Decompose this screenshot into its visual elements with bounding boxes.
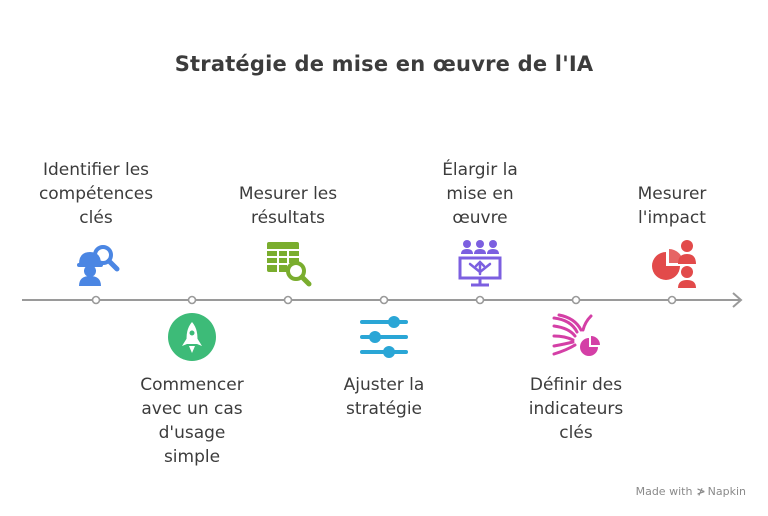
step-1-marker (91, 295, 101, 305)
step-6-marker (571, 295, 581, 305)
napkin-watermark: Made with≯Napkin (636, 485, 746, 498)
rocket-icon (167, 312, 217, 366)
step-2-marker (187, 295, 197, 305)
worker-search-icon (71, 238, 121, 292)
funnel-chart-icon (551, 312, 601, 366)
pie-people-icon (647, 238, 697, 292)
step-7-marker (667, 295, 677, 305)
made-with-text: Made with (635, 485, 693, 498)
timeline-arrowhead (732, 292, 743, 308)
step-3-marker (283, 295, 293, 305)
step-5-marker (475, 295, 485, 305)
step-4-marker (379, 295, 389, 305)
table-search-icon (263, 238, 313, 292)
napkin-brand-text: Napkin (707, 485, 746, 498)
diagram-title: Stratégie de mise en œuvre de l'IA (174, 52, 594, 76)
team-expand-icon (455, 238, 505, 292)
napkin-logo-icon: ≯ (696, 485, 706, 498)
sliders-icon (359, 312, 409, 366)
